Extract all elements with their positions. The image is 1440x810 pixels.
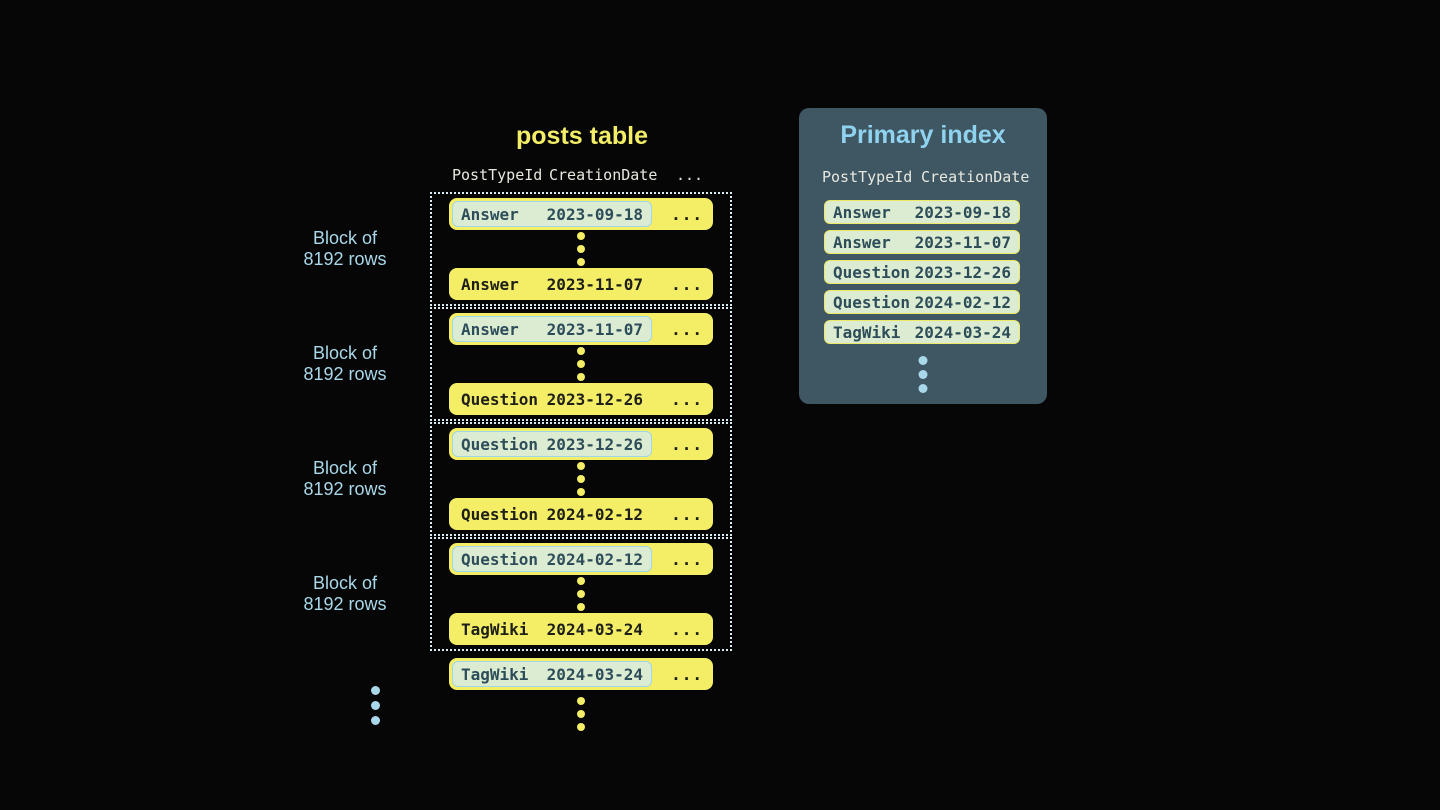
- post-type-value: Question: [833, 292, 911, 312]
- posts-table-blocks: Block of 8192 rows Answer 2023-09-18 ...…: [303, 192, 732, 652]
- block-label-line1: Block of: [312, 573, 378, 593]
- creation-date-value: 2023-12-26: [546, 434, 643, 454]
- creation-date-value: 2024-03-24: [546, 664, 643, 684]
- block-4: Block of 8192 rows Question 2024-02-12 .…: [303, 537, 732, 651]
- block-3-last-row: Question 2024-02-12 ...: [449, 498, 713, 530]
- highlighted-cell: Answer 2023-09-18: [452, 201, 652, 227]
- post-type-value: TagWiki: [461, 619, 529, 639]
- primary-index-title: Primary index: [840, 121, 1006, 149]
- row-ellipsis: ...: [671, 204, 703, 224]
- block-1-first-row: Answer 2023-09-18 ...: [449, 198, 713, 230]
- index-row: Question 2024-02-12: [824, 290, 1020, 314]
- block-2-label: Block of 8192 rows: [270, 343, 420, 385]
- creation-date-value: 2024-02-12: [914, 292, 1011, 312]
- block-3: Block of 8192 rows Question 2023-12-26 .…: [303, 422, 732, 536]
- next-block-first-row: TagWiki 2024-03-24 ...: [449, 658, 713, 690]
- post-type-value: Answer: [461, 274, 519, 294]
- creation-date-value: 2024-03-24: [546, 619, 643, 639]
- highlighted-cell: Question 2023-12-26: [452, 431, 652, 457]
- block-1: Block of 8192 rows Answer 2023-09-18 ...…: [303, 192, 732, 306]
- column-header-creationdate: CreationDate: [921, 168, 1030, 186]
- row-ellipsis: ...: [671, 664, 703, 684]
- post-type-value: Answer: [833, 202, 891, 222]
- column-header-creationdate: CreationDate: [549, 166, 658, 184]
- vertical-ellipsis-dots: [577, 347, 585, 381]
- index-row: Answer 2023-09-18: [824, 200, 1020, 224]
- block-label-line2: 8192 rows: [303, 479, 387, 499]
- post-type-value: Answer: [833, 232, 891, 252]
- creation-date-value: 2024-02-12: [546, 549, 643, 569]
- creation-date-value: 2023-11-07: [546, 274, 643, 294]
- vertical-ellipsis-dots: [577, 577, 585, 611]
- creation-date-value: 2024-02-12: [546, 504, 643, 524]
- block-4-first-row: Question 2024-02-12 ...: [449, 543, 713, 575]
- creation-date-value: 2024-03-24: [914, 322, 1011, 342]
- vertical-ellipsis-dots: [577, 697, 585, 731]
- post-type-value: Question: [461, 434, 539, 454]
- creation-date-value: 2023-12-26: [914, 262, 1011, 282]
- block-2-first-row: Answer 2023-11-07 ...: [449, 313, 713, 345]
- more-blocks-ellipsis-dots: [371, 686, 380, 725]
- row-ellipsis: ...: [671, 274, 703, 294]
- creation-date-value: 2023-11-07: [914, 232, 1011, 252]
- post-type-value: TagWiki: [833, 322, 901, 342]
- block-label-line1: Block of: [312, 228, 378, 248]
- block-label-line2: 8192 rows: [303, 594, 387, 614]
- primary-index-panel: Primary index PostTypeId CreationDate Ans…: [799, 108, 1047, 404]
- index-row: Question 2023-12-26: [824, 260, 1020, 284]
- block-label-line1: Block of: [312, 343, 378, 363]
- highlighted-cell: TagWiki 2024-03-24: [452, 661, 652, 687]
- block-3-first-row: Question 2023-12-26 ...: [449, 428, 713, 460]
- column-header-posttypeid: PostTypeId: [452, 166, 543, 184]
- block-label-line2: 8192 rows: [303, 364, 387, 384]
- vertical-ellipsis-dots: [918, 356, 928, 393]
- block-3-label: Block of 8192 rows: [270, 458, 420, 500]
- row-ellipsis: ...: [671, 389, 703, 409]
- index-row: Answer 2023-11-07: [824, 230, 1020, 254]
- vertical-ellipsis-dots: [577, 232, 585, 266]
- post-type-value: Question: [461, 389, 539, 409]
- post-type-value: Question: [461, 504, 539, 524]
- vertical-ellipsis-dots: [577, 462, 585, 496]
- block-4-last-row: TagWiki 2024-03-24 ...: [449, 613, 713, 645]
- block-label-line1: Block of: [312, 458, 378, 478]
- plain-cell: TagWiki 2024-03-24: [452, 616, 652, 642]
- post-type-value: Answer: [461, 204, 519, 224]
- column-header-ellipsis: ...: [676, 166, 704, 184]
- highlighted-cell: Question 2024-02-12: [452, 546, 652, 572]
- row-ellipsis: ...: [671, 549, 703, 569]
- highlighted-cell: Answer 2023-11-07: [452, 316, 652, 342]
- block-label-line2: 8192 rows: [303, 249, 387, 269]
- post-type-value: Answer: [461, 319, 519, 339]
- posts-table-title: posts table: [516, 122, 648, 150]
- creation-date-value: 2023-09-18: [546, 204, 643, 224]
- posts-table-column-headers: PostTypeId CreationDate...: [452, 166, 703, 184]
- block-2-last-row: Question 2023-12-26 ...: [449, 383, 713, 415]
- row-ellipsis: ...: [671, 504, 703, 524]
- creation-date-value: 2023-12-26: [546, 389, 643, 409]
- post-type-value: TagWiki: [461, 664, 529, 684]
- plain-cell: Question 2024-02-12: [452, 501, 652, 527]
- block-1-label: Block of 8192 rows: [270, 228, 420, 270]
- primary-index-rows: Answer 2023-09-18 Answer 2023-11-07 Ques…: [824, 200, 1020, 344]
- row-ellipsis: ...: [671, 619, 703, 639]
- block-1-last-row: Answer 2023-11-07 ...: [449, 268, 713, 300]
- block-4-label: Block of 8192 rows: [270, 573, 420, 615]
- column-header-posttypeid: PostTypeId: [822, 168, 913, 186]
- plain-cell: Answer 2023-11-07: [452, 271, 652, 297]
- index-row: TagWiki 2024-03-24: [824, 320, 1020, 344]
- post-type-value: Question: [461, 549, 539, 569]
- creation-date-value: 2023-11-07: [546, 319, 643, 339]
- row-ellipsis: ...: [671, 434, 703, 454]
- block-2: Block of 8192 rows Answer 2023-11-07 ...…: [303, 307, 732, 421]
- creation-date-value: 2023-09-18: [914, 202, 1011, 222]
- plain-cell: Question 2023-12-26: [452, 386, 652, 412]
- post-type-value: Question: [833, 262, 911, 282]
- primary-index-column-headers: PostTypeId CreationDate: [822, 168, 1029, 186]
- row-ellipsis: ...: [671, 319, 703, 339]
